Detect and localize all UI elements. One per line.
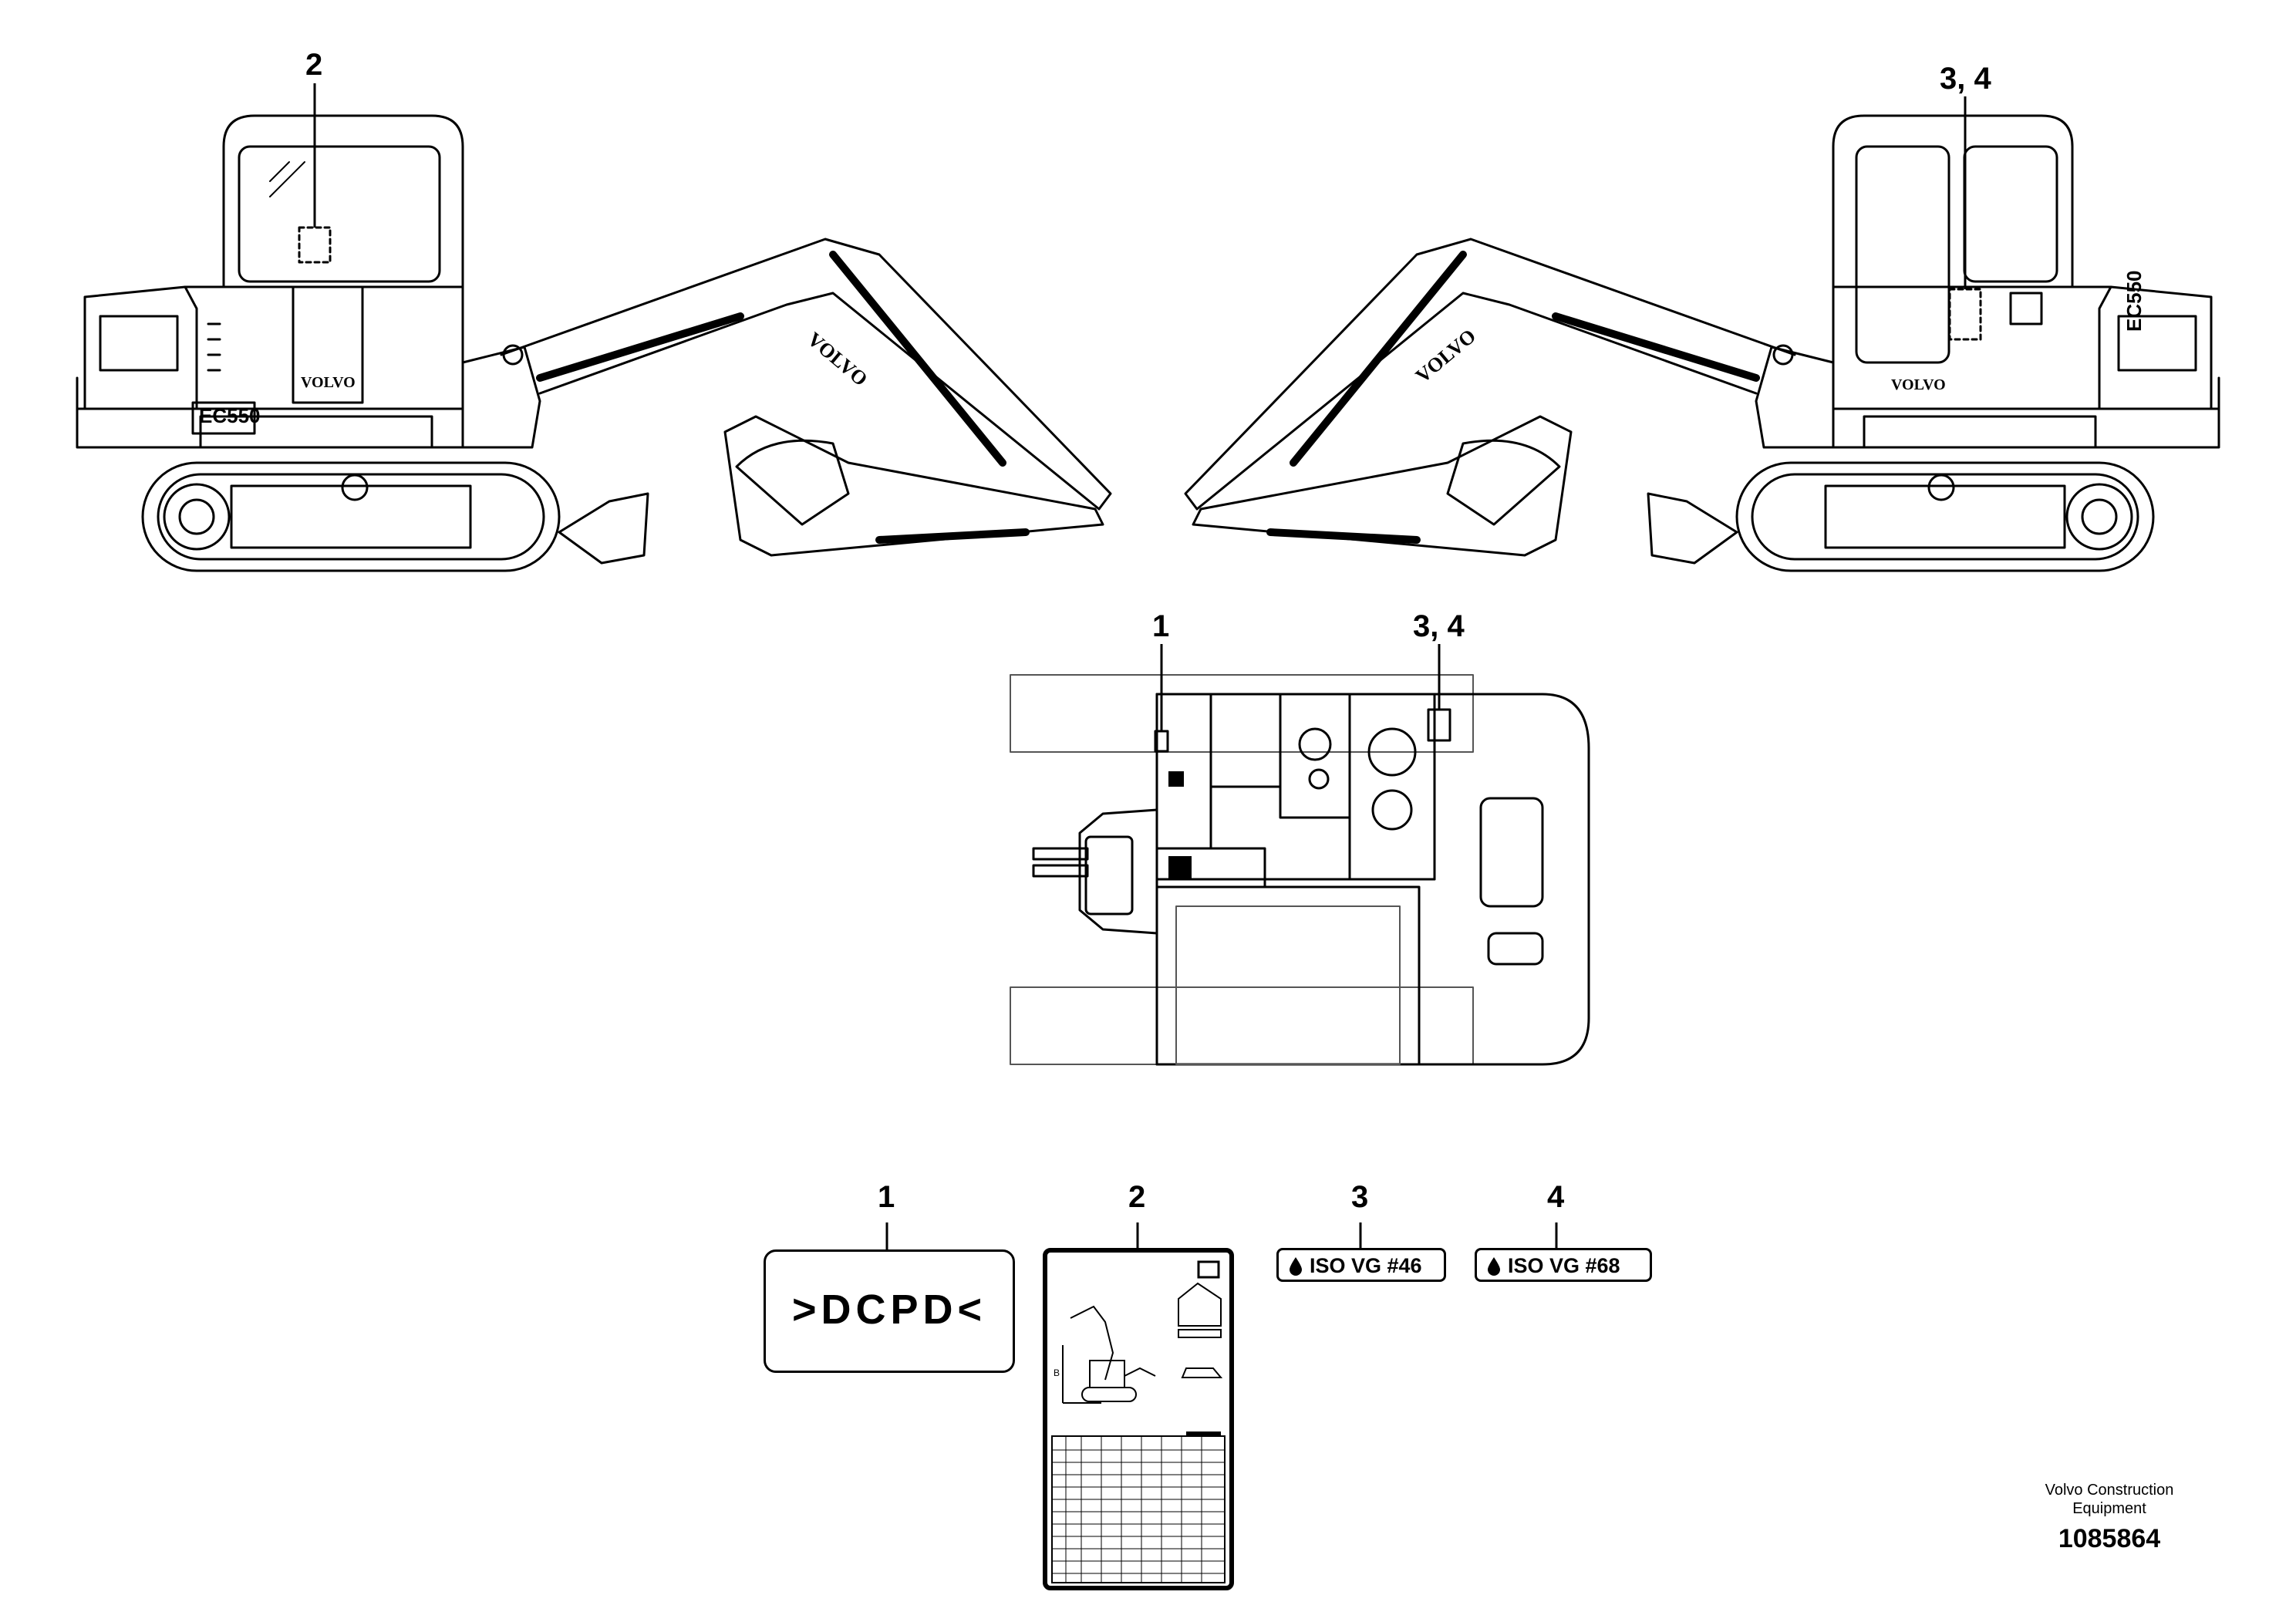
decal-3-text: ISO VG #46	[1310, 1254, 1422, 1277]
decal-4-iso-vg68: ISO VG #68	[1475, 1248, 1652, 1282]
callout-2-side: 2	[305, 48, 323, 82]
model-plate-left: EC550	[199, 404, 261, 427]
credit-line-1: Volvo Construction	[2045, 1482, 2174, 1499]
excavator-side-view-left	[76, 114, 1112, 572]
callout-34-top: 3, 4	[1413, 609, 1465, 643]
part-number: 1085864	[2058, 1524, 2161, 1553]
decal-2-artwork: B	[1051, 1260, 1226, 1583]
decal-3-iso-vg46: ISO VG #46	[1276, 1248, 1446, 1282]
credit-line-2: Equipment	[2072, 1500, 2146, 1517]
decal-4-text: ISO VG #68	[1508, 1254, 1620, 1277]
credit-block: Volvo Construction Equipment 1085864	[2013, 1481, 2206, 1555]
decal-number-4: 4	[1547, 1180, 1565, 1214]
callout-34-side: 3, 4	[1940, 62, 1991, 96]
decal-number-2: 2	[1128, 1180, 1146, 1214]
decal-1-dcpd: >DCPD<	[764, 1249, 1015, 1373]
svg-text:B: B	[1054, 1367, 1060, 1378]
model-plate-right: EC550	[2122, 270, 2146, 332]
decal-1-text: >DCPD<	[791, 1286, 987, 1333]
decal-2-lift-capacity: B	[1043, 1248, 1234, 1590]
brand-cab-left: VOLVO	[301, 374, 356, 391]
brand-cab-right: VOLVO	[1891, 376, 1946, 393]
oil-drop-icon	[1290, 1257, 1302, 1276]
oil-drop-icon	[1488, 1257, 1500, 1276]
excavator-top-view	[1010, 674, 1590, 1066]
excavator-side-view-right	[1184, 114, 2220, 572]
decal-number-3: 3	[1351, 1180, 1369, 1214]
decal-number-1: 1	[878, 1180, 895, 1214]
callout-1-top: 1	[1152, 609, 1170, 643]
